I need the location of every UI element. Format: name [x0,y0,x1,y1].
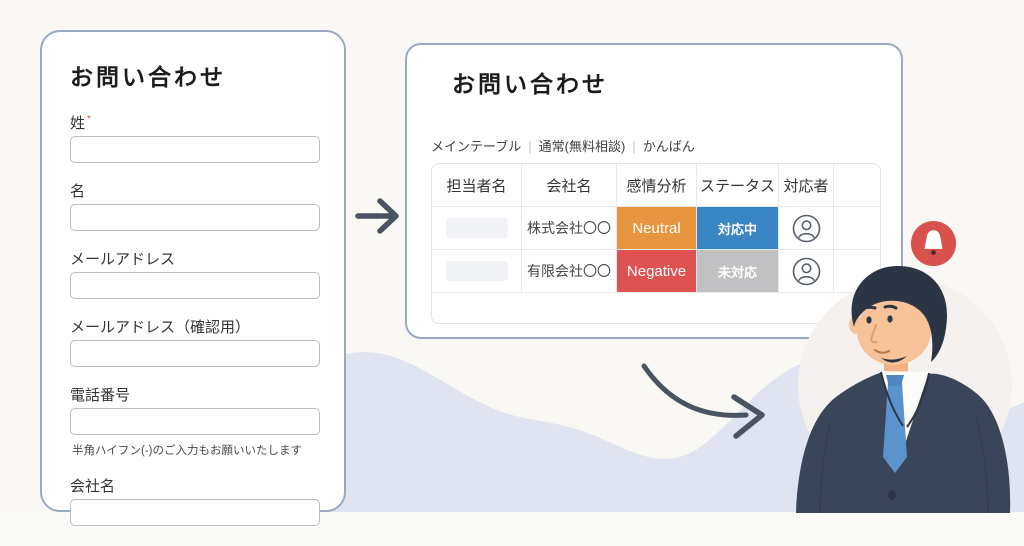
company-label: 会社名 [70,478,116,495]
curved-arrow-icon [641,363,765,439]
tab-separator: | [528,139,532,154]
redacted-name-block [445,261,508,281]
arrow-right-icon [355,198,399,234]
hair [851,265,948,362]
contact-form-panel: お問い合わせ 姓* 名 メールアドレス メールアドレス（確認用） 電話番号 半角… [40,30,346,526]
form-field-last-name: 姓* [70,112,320,163]
column-header-responder: 対応者 [779,164,834,207]
first-name-input[interactable] [70,204,320,231]
row1-status-badge[interactable]: 対応中 [697,207,779,250]
first-name-label: 名 [70,183,86,200]
tab-separator: | [632,139,636,154]
row1-sentiment-badge[interactable]: Neutral [617,207,697,250]
column-header-person-name: 担当者名 [432,164,522,207]
row1-responder-avatar[interactable] [779,207,834,250]
businessman-illustration [796,265,1012,513]
tab-normal-free-consult[interactable]: 通常(無料相談) [538,139,626,154]
row2-company-cell[interactable]: 有限会社〇〇 [522,250,617,293]
tie [883,383,907,473]
tab-main-table[interactable]: メインテーブル [431,139,522,154]
column-header-empty [834,164,880,207]
row1-empty-cell [834,207,880,250]
last-name-input[interactable] [70,136,320,163]
row1-person-name-cell[interactable] [432,207,522,250]
row2-sentiment-badge[interactable]: Negative [617,250,697,293]
last-name-label: 姓* [70,112,320,133]
bell-icon [910,220,957,267]
email-confirm-label: メールアドレス（確認用） [70,319,251,336]
user-avatar-icon [792,214,820,242]
board-title: お問い合わせ [452,71,608,97]
form-field-first-name: 名 [70,180,320,231]
email-label: メールアドレス [70,251,176,268]
required-mark: * [87,114,91,125]
form-field-email-confirm: メールアドレス（確認用） [70,316,320,367]
crm-table: 担当者名 会社名 感情分析 ステータス 対応者 株式会社〇〇 Neutral 対… [431,163,881,324]
form-field-company: 会社名 [70,475,320,526]
phone-note: 半角ハイフン(-)のご入力もお願いいたします [72,445,302,457]
face [857,297,931,365]
redacted-name-block [445,218,508,238]
tab-kanban[interactable]: かんばん [642,139,695,154]
phone-input[interactable] [70,408,320,435]
row1-company-cell[interactable]: 株式会社〇〇 [522,207,617,250]
phone-label: 電話番号 [70,387,131,404]
column-header-sentiment: 感情分析 [617,164,697,207]
board-tabs: メインテーブル | 通常(無料相談) | かんばん [431,136,877,155]
form-field-phone: 電話番号 半角ハイフン(-)のご入力もお願いいたします [70,384,320,458]
row2-responder-avatar[interactable] [779,250,834,293]
form-field-email: メールアドレス [70,248,320,299]
company-input[interactable] [70,499,320,526]
row2-status-badge[interactable]: 未対応 [697,250,779,293]
column-header-company: 会社名 [522,164,617,207]
column-header-status: ステータス [697,164,779,207]
crm-board-panel: お問い合わせ メインテーブル | 通常(無料相談) | かんばん 担当者名 会社名 感情… [405,43,903,339]
row2-person-name-cell[interactable] [432,250,522,293]
label-text: 姓 [70,115,86,132]
form-title: お問い合わせ [70,64,226,90]
email-input[interactable] [70,272,320,299]
email-confirm-input[interactable] [70,340,320,367]
user-avatar-icon [792,257,820,285]
